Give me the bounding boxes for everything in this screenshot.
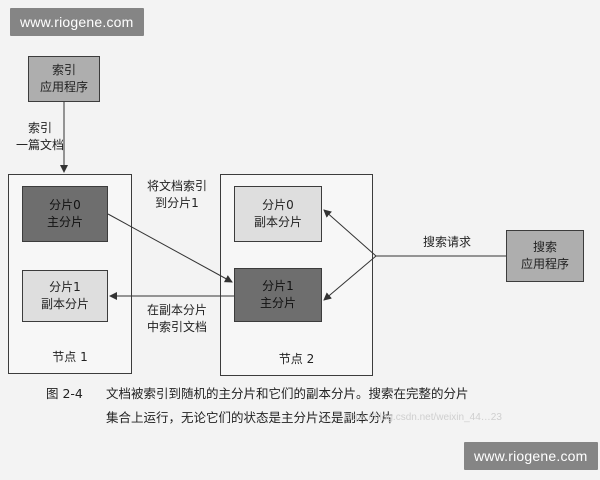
shard-name: 分片1: [49, 280, 81, 294]
label-line: 索引: [27, 121, 52, 135]
node-2-label: 节点 2: [278, 352, 315, 366]
label-line: 将文档索引: [146, 179, 207, 193]
search-application: 搜索 应用程序: [506, 230, 584, 282]
label-search-request: 搜索请求: [422, 235, 471, 249]
arrow-hub-to-primary1: [323, 255, 377, 301]
watermark-bottom: www.riogene.com: [464, 442, 598, 470]
figure-number: 图 2-4: [46, 386, 83, 401]
label-line: 在副本分片: [146, 303, 207, 317]
arrow-hub-to-replica0: [323, 209, 377, 257]
shard-role: 主分片: [259, 296, 296, 310]
node1-shard1-replica: 分片1 副本分片: [22, 270, 108, 322]
caption-line-1: 文档被索引到随机的主分片和它们的副本分片。搜索在完整的分片: [106, 386, 469, 401]
search-app-line2: 应用程序: [520, 257, 569, 271]
label-line: 到分片1: [155, 196, 199, 210]
node2-shard1-primary: 分片1 主分片: [234, 268, 322, 322]
label-index-document: 索引 一篇文档: [4, 120, 76, 154]
shard-role: 副本分片: [253, 215, 302, 229]
node-1-label: 节点 1: [52, 350, 88, 364]
shard-role: 主分片: [46, 215, 83, 229]
node1-shard0-primary: 分片0 主分片: [22, 186, 108, 242]
label-line: 一篇文档: [15, 138, 64, 152]
label-replica-index: 在副本分片 中索引文档: [134, 302, 220, 336]
shard-name: 分片0: [262, 198, 294, 212]
shard-name: 分片1: [262, 279, 294, 293]
index-app-line2: 应用程序: [39, 80, 88, 94]
label-index-to-shard: 将文档索引 到分片1: [134, 178, 220, 212]
faint-url-text: https://blog.csdn.net/weixin_44…23: [344, 412, 502, 423]
watermark-top: www.riogene.com: [10, 8, 144, 36]
caption-line-2: 集合上运行，无论它们的状态是主分片还是副本分片: [106, 410, 394, 425]
index-application: 索引 应用程序: [28, 56, 100, 102]
shard-name: 分片0: [49, 198, 81, 212]
search-app-line1: 搜索: [532, 240, 557, 254]
index-app-line1: 索引: [51, 63, 76, 77]
label-line: 中索引文档: [146, 320, 207, 334]
node2-shard0-replica: 分片0 副本分片: [234, 186, 322, 242]
arrow-primary0-to-primary1: [107, 213, 233, 283]
shard-role: 副本分片: [40, 297, 89, 311]
